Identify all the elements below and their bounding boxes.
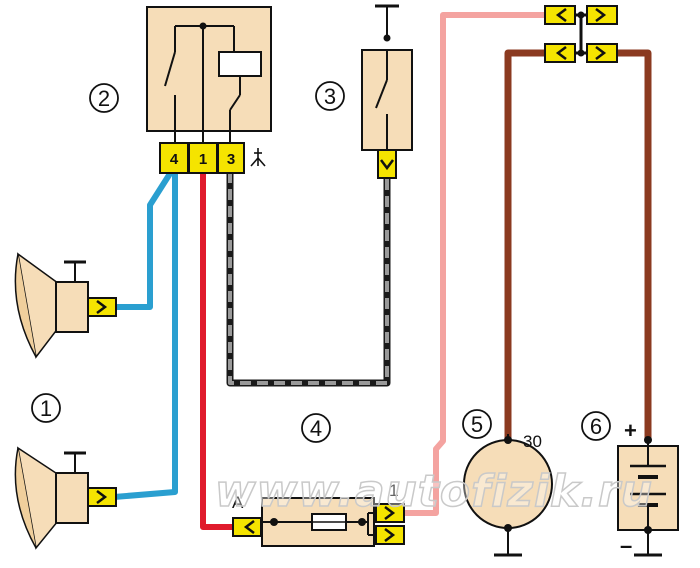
fuse-terminal-1-label: 1 [389,481,398,500]
battery-minus-label: – [620,533,632,558]
fuse-terminal-1-connector-top [375,503,405,523]
ground-fork-icon [250,148,266,167]
callout-5-text: 5 [471,412,483,437]
blue-wire-upper-horn [114,170,174,310]
relay-pin-1 [188,142,218,174]
battery: + – [617,418,679,558]
relay-pin-4 [159,142,189,174]
horn-relay: 4 1 3 [146,6,272,174]
red-wire [200,172,233,530]
battery-plus-label: + [624,418,637,443]
callout-3: 3 [315,81,345,111]
horn-upper [14,252,117,359]
fuse-block: A 1 [232,481,405,547]
generator-terminal-label: 30 [523,432,542,451]
generator: 30 [463,432,553,557]
horn-switch-button [361,4,413,179]
relay-pin-3-label: 3 [227,151,235,168]
callout-6-text: 6 [590,414,602,439]
dashed-wire [228,172,389,385]
brown-wire-generator [504,49,547,440]
callout-1: 1 [31,393,61,423]
callout-1-text: 1 [40,396,52,421]
horn-lower [14,446,117,550]
relay-pin-1-label: 1 [199,151,207,168]
callout-4-text: 4 [310,416,322,441]
blue-wire-lower-horn [113,172,178,500]
callout-6: 6 [581,411,611,441]
fuse-terminal-1-connector-bottom [375,525,405,545]
pink-wire [405,12,545,516]
relay-pin-4-label: 4 [170,151,179,168]
callout-4: 4 [301,413,331,443]
dashed-wire-shadow [226,172,391,387]
connector-group-top [544,5,618,63]
brown-wire-battery [617,49,652,440]
horn-switch-connector [377,149,397,179]
fuse-terminal-a-label: A [232,493,244,512]
watermark-text: www.autofizik.ru [215,466,653,517]
callout-2: 2 [89,83,119,113]
callout-3-text: 3 [324,84,336,109]
callout-5: 5 [462,409,492,439]
horn-lower-connector [87,487,117,507]
callout-2-text: 2 [98,86,110,111]
relay-pin-3 [217,142,245,174]
horn-upper-connector [87,297,117,317]
